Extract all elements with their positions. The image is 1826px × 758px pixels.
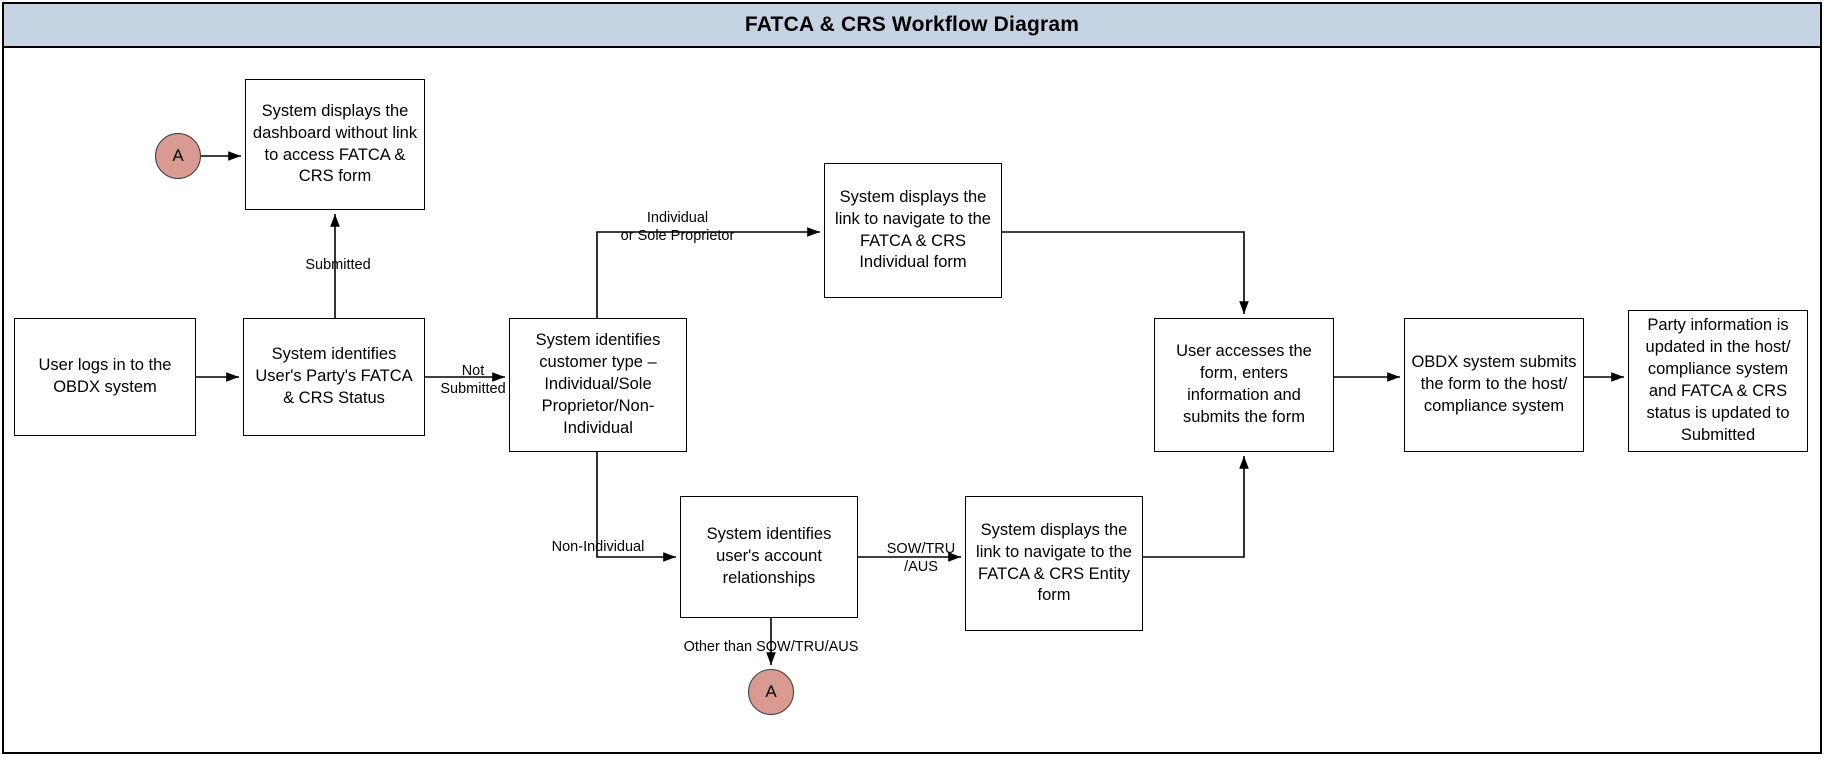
node-individual-form-link[interactable]: System displays the link to navigate to … [824, 163, 1002, 298]
node-label: System identifies User's Party's FATCA &… [255, 345, 413, 407]
connector-label: A [765, 681, 777, 701]
edge-label-not-submitted: Not Submitted [440, 363, 506, 398]
edge-label-sow-tru-aus: SOW/TRU /AUS [886, 541, 956, 576]
edge-label-other-than-sow-tru-aus: Other than SOW/TRU/AUS [683, 639, 859, 655]
connector-a-bottom[interactable]: A [748, 669, 794, 715]
edge-label-submitted: Submitted [305, 257, 371, 273]
connector-label: A [172, 145, 184, 165]
node-label: Party information is updated in the host… [1645, 316, 1791, 444]
edge-entity-to-usersubmits [1143, 456, 1249, 558]
node-label: System identifies customer type – Indivi… [535, 331, 661, 437]
node-label: OBDX system submits the form to the host… [1411, 353, 1577, 415]
connector-a-top[interactable]: A [155, 133, 201, 179]
node-label: System displays the link to navigate to … [976, 520, 1132, 605]
edge-label-non-individual: Non-Individual [551, 539, 645, 555]
node-user-logs-in[interactable]: User logs in to the OBDX system [14, 318, 196, 436]
node-obdx-submits-form[interactable]: OBDX system submits the form to the host… [1404, 318, 1584, 452]
node-customer-type[interactable]: System identifies customer type – Indivi… [509, 318, 687, 452]
node-label: System displays the link to navigate to … [835, 187, 991, 272]
edge-customertype-to-individual [596, 227, 820, 318]
edge-individual-to-usersubmits [1002, 231, 1249, 314]
edge-customertype-to-accountrel [596, 452, 676, 562]
page-title: FATCA & CRS Workflow Diagram [744, 13, 1080, 36]
title-bar: FATCA & CRS Workflow Diagram [4, 4, 1820, 48]
node-user-accesses-form[interactable]: User accesses the form, enters informati… [1154, 318, 1334, 452]
node-dashboard-without-link[interactable]: System displays the dashboard without li… [245, 79, 425, 210]
node-party-information-updated[interactable]: Party information is updated in the host… [1628, 310, 1808, 452]
node-label: User logs in to the OBDX system [38, 356, 172, 396]
node-account-relationships[interactable]: System identifies user's account relatio… [680, 496, 858, 618]
node-label: System displays the dashboard without li… [252, 101, 418, 186]
node-label: User accesses the form, enters informati… [1176, 342, 1312, 426]
node-label: System identifies user's account relatio… [706, 525, 832, 587]
node-entity-form-link[interactable]: System displays the link to navigate to … [965, 496, 1143, 631]
edge-label-individual-or-sole-proprietor: Individual or Sole Proprietor [620, 210, 735, 245]
node-system-identifies-status[interactable]: System identifies User's Party's FATCA &… [243, 318, 425, 436]
